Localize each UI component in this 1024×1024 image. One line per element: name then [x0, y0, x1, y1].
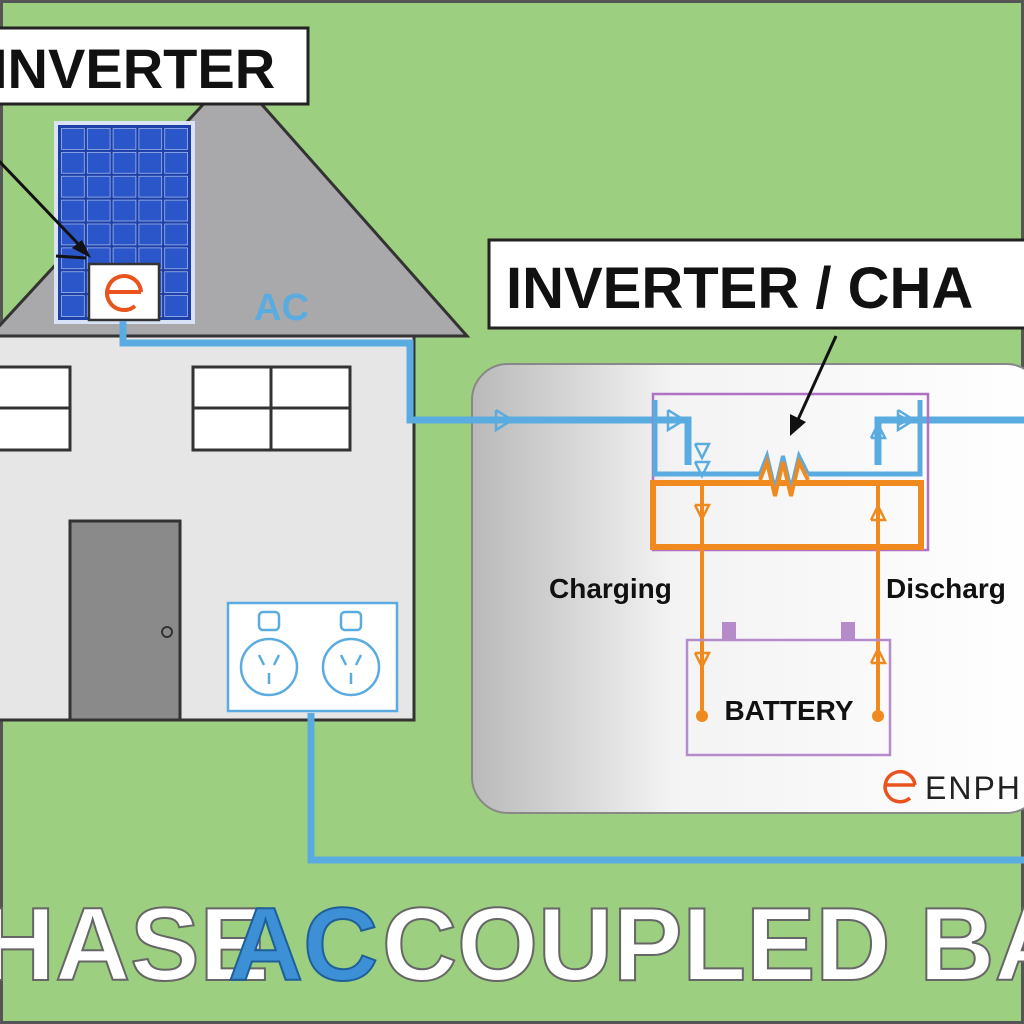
solar-cell	[164, 295, 188, 317]
solar-cell	[138, 151, 163, 174]
ac-loop-left	[652, 400, 760, 477]
battery-post	[722, 622, 736, 640]
ac-label: AC	[254, 287, 309, 329]
solar-cell	[112, 151, 137, 174]
solar-cell	[138, 199, 163, 222]
socket-icon	[239, 637, 299, 697]
charging-label: Charging	[549, 573, 672, 604]
house	[0, 69, 471, 722]
solar-cell	[61, 151, 85, 174]
solar-cell	[138, 223, 163, 246]
solar-cell	[86, 151, 111, 174]
solar-cell	[86, 175, 111, 198]
window-right	[191, 365, 352, 452]
solar-cell	[112, 128, 137, 150]
solar-cell	[86, 199, 111, 222]
battery	[685, 622, 892, 757]
solar-cell	[164, 128, 188, 150]
solar-cell	[61, 128, 85, 150]
house-door	[68, 519, 182, 722]
bottom-title-ac: AC	[228, 887, 378, 1003]
ac-flow-arrows	[494, 408, 917, 479]
solar-cell	[86, 128, 111, 150]
inverter-charger-pointer-arrow	[790, 335, 838, 436]
discharging-label: Discharg	[886, 573, 1006, 604]
window-left	[0, 365, 72, 452]
microinverter-pointer-arrow	[0, 159, 91, 260]
ac-line-grid	[874, 416, 1024, 465]
bottom-title-prefix: HASE	[0, 887, 269, 1003]
ac-loop-right	[808, 400, 923, 477]
battery-label: BATTERY	[724, 695, 853, 726]
battery-post	[841, 622, 855, 640]
solar-cell	[61, 175, 85, 198]
solar-cell	[164, 247, 188, 270]
switch-icon	[339, 610, 363, 632]
inverter-charger-label: INVERTER / CHA	[506, 256, 973, 321]
ac-wiring	[119, 321, 1024, 864]
solar-cell	[138, 175, 163, 198]
enphase-brand-text: ENPH	[925, 770, 1022, 806]
microinverter	[87, 262, 161, 322]
solar-cell	[61, 223, 85, 246]
microinverter-label: INVERTER	[0, 37, 275, 100]
bottom-title-suffix: COUPLED BATT	[382, 887, 1024, 1003]
solar-cell	[164, 175, 188, 198]
door-knob	[161, 626, 173, 638]
solar-cell	[61, 295, 85, 317]
bottom-title: HASE AC COUPLED BATT	[0, 886, 1024, 1004]
ac-line-solar	[119, 321, 692, 465]
solar-cell	[61, 271, 85, 294]
solar-cell	[112, 175, 137, 198]
solar-cell	[164, 271, 188, 294]
inverter-charger-label-box	[487, 238, 1024, 330]
battery-terminal-negative	[696, 710, 708, 722]
switch-icon	[257, 610, 281, 632]
solar-cell	[61, 199, 85, 222]
resistor-icon-blue	[758, 449, 810, 491]
solar-cell	[138, 128, 163, 150]
battery-terminal-positive	[872, 710, 884, 722]
enphase-brand-icon	[883, 769, 917, 804]
solar-cell	[112, 199, 137, 222]
solar-cell	[112, 223, 137, 246]
solar-cell	[164, 151, 188, 174]
microinverter-label-box	[0, 26, 310, 106]
resistor-icon-orange	[758, 455, 810, 497]
enphase-logo-icon	[105, 274, 143, 312]
solar-cell	[164, 199, 188, 222]
dc-flow-arrows	[693, 503, 888, 670]
solar-cell	[164, 223, 188, 246]
solar-cell	[86, 223, 111, 246]
power-outlets	[226, 601, 399, 713]
ac-line-outlets	[307, 713, 1024, 864]
socket-icon	[321, 637, 381, 697]
